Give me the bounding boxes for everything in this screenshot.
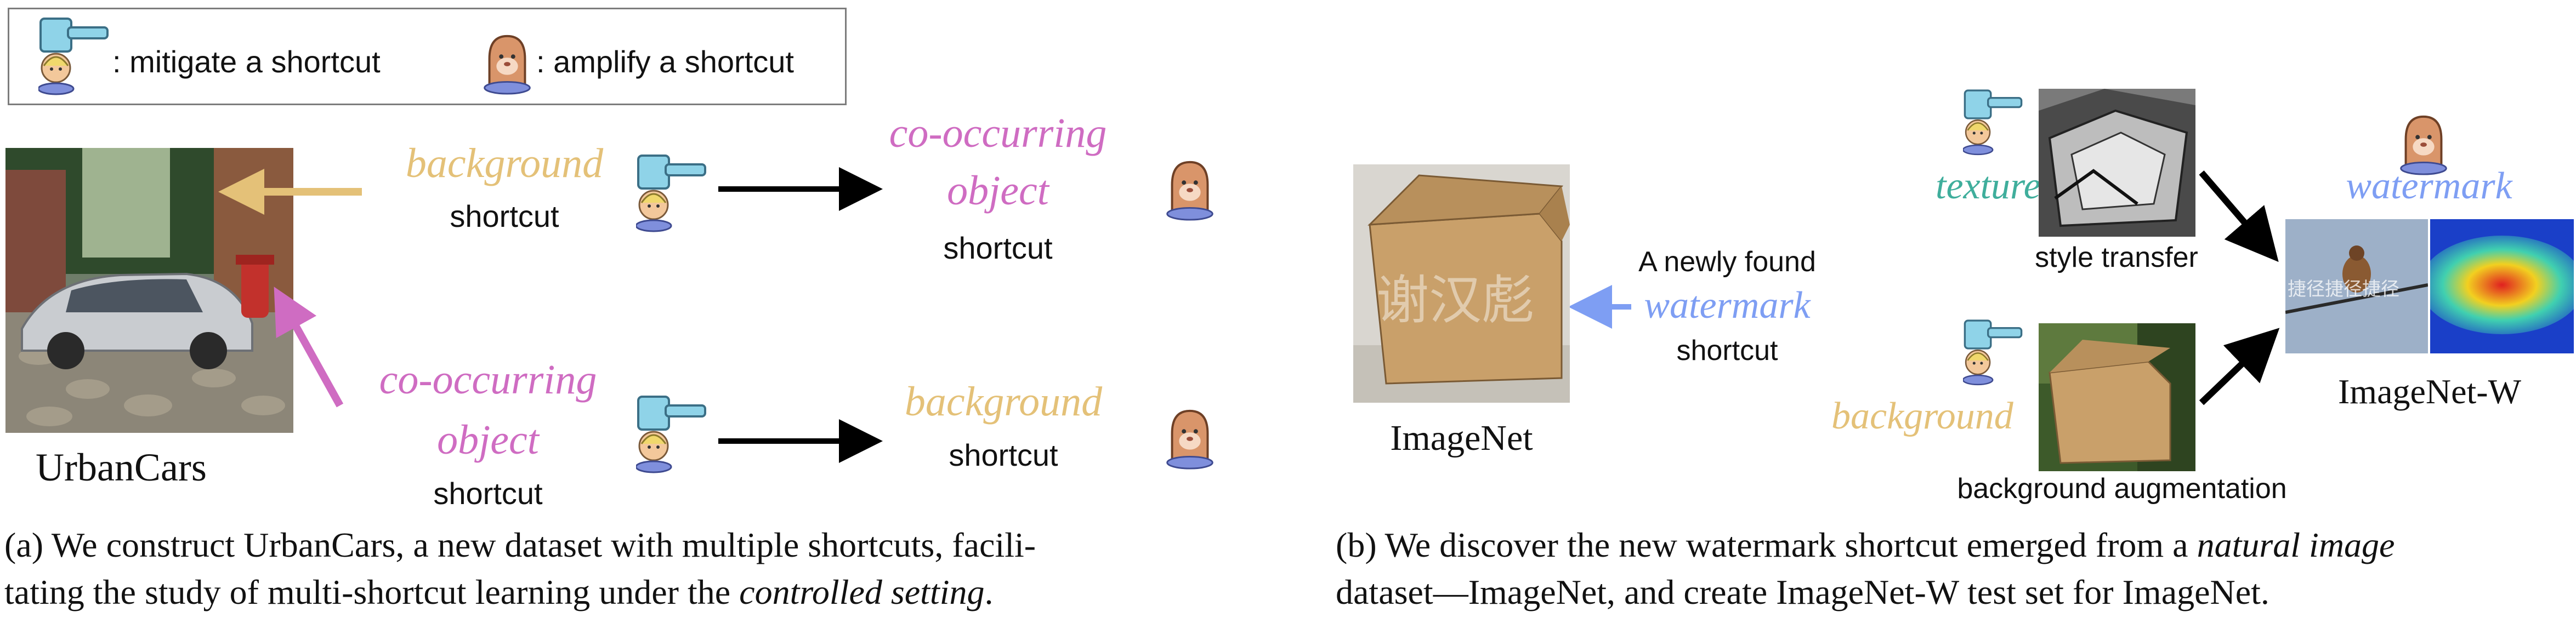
hammer-icon	[636, 152, 707, 235]
style-transfer-label: style transfer	[2035, 242, 2198, 273]
imagenet-watermark-text: 谢汉彪	[1376, 271, 1534, 330]
saliency-heatmap-image	[2430, 219, 2574, 353]
legend-mitigate-label: : mitigate a shortcut	[112, 44, 381, 79]
texture-label: texture	[1936, 165, 2041, 207]
background-label: background	[1831, 395, 2013, 437]
row1-background-label: background	[405, 140, 604, 186]
caption-a-line2: tating the study of multi-shortcut learn…	[4, 573, 994, 611]
imagenet-w-image	[2285, 219, 2428, 353]
imagenet-image	[1353, 164, 1570, 403]
imagenet-w-label: ImageNet-W	[2337, 372, 2522, 411]
style-transfer-image	[2039, 89, 2195, 237]
imagenet-w-watermark-label: watermark	[2346, 165, 2512, 207]
hammer-icon	[636, 393, 707, 476]
imagenet-label: ImageNet	[1390, 418, 1533, 458]
row2-background-label: background	[904, 379, 1103, 425]
background-augmentation-label: background augmentation	[1957, 473, 2287, 505]
newly-found-shortcut: shortcut	[1676, 335, 1778, 367]
mole-icon	[1165, 158, 1215, 222]
row1-object-label: object	[947, 168, 1049, 214]
hammer-icon	[1963, 318, 2023, 387]
urbancars-label: UrbanCars	[36, 445, 207, 489]
row1-right-shortcut-label: shortcut	[943, 231, 1053, 265]
hammer-icon	[1963, 88, 2023, 157]
background-aug-image	[2039, 323, 2195, 471]
row2-cooccurring-label: co-occurring	[379, 357, 597, 403]
row2-shortcut-label: shortcut	[433, 476, 543, 511]
row1-cooccurring-label: co-occurring	[889, 110, 1107, 156]
newly-found-label: A newly found	[1638, 246, 1816, 278]
caption-a-line1: (a) We construct UrbanCars, a new datase…	[4, 525, 1036, 564]
caption-b-line2: dataset—ImageNet, and create ImageNet-W …	[1336, 573, 2269, 611]
caption-b-line1: (b) We discover the new watermark shortc…	[1336, 525, 2395, 564]
row2-right-shortcut-label: shortcut	[949, 438, 1058, 472]
row1-shortcut-label: shortcut	[450, 199, 559, 233]
mole-icon	[1165, 407, 1215, 471]
legend-box	[8, 8, 847, 105]
legend-amplify-label: : amplify a shortcut	[536, 44, 794, 79]
newly-found-watermark: watermark	[1644, 284, 1811, 327]
imagenet-w-overlay-text: 捷径捷径捷径	[2288, 279, 2399, 300]
row2-object-label: object	[437, 417, 539, 463]
